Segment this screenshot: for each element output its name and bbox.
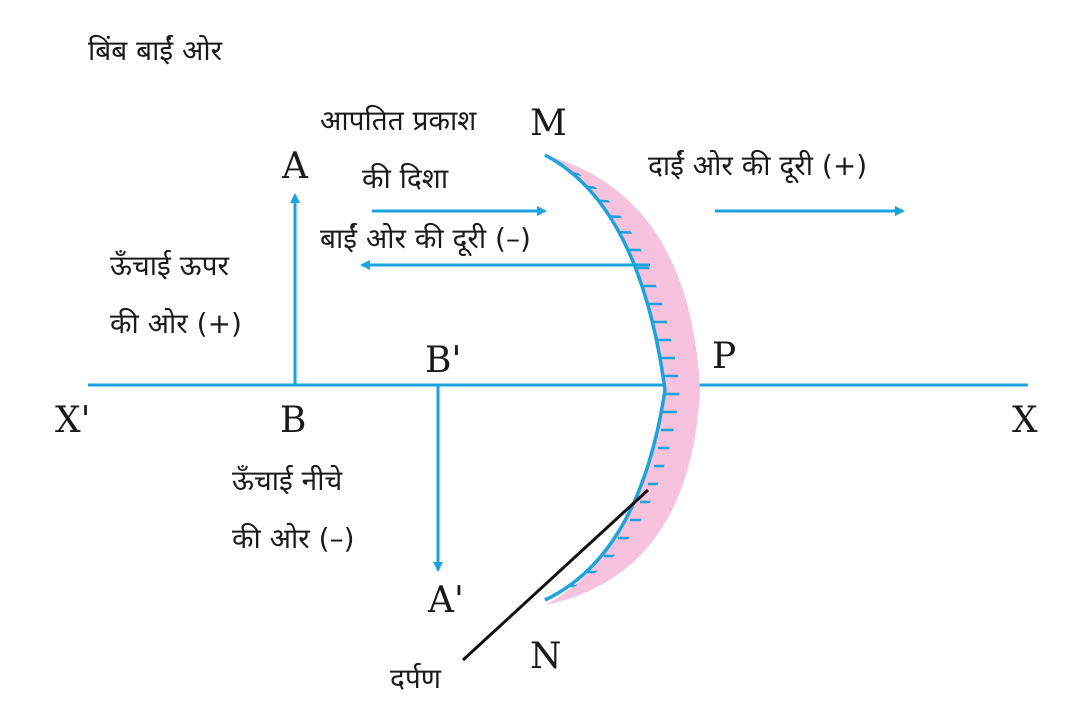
point-label-M: M	[530, 103, 567, 144]
height-up-line1: ऊँचाई ऊपर	[110, 249, 230, 282]
point-label-A-prime: A'	[427, 580, 464, 621]
object-side-label: बिंब बाईं ओर	[88, 34, 223, 67]
point-label-X-prime: X'	[55, 400, 91, 441]
incident-light-line2: की दिशा	[362, 162, 449, 195]
point-label-P: P	[712, 336, 736, 377]
point-label-A: A	[281, 146, 309, 187]
mirror-pointer-line	[461, 488, 650, 662]
mirror-reflecting-surface	[544, 153, 667, 602]
mirror-label: दर्पण	[390, 662, 442, 695]
point-label-X: X	[1012, 400, 1038, 441]
incident-light-line1: आपतित प्रकाश	[320, 104, 477, 137]
right-distance-label: दाईं ओर की दूरी (+)	[648, 149, 867, 184]
height-down-line1: ऊँचाई नीचे	[232, 464, 343, 497]
point-label-B: B	[280, 400, 306, 441]
height-up-line2: की ओर (+)	[110, 307, 242, 340]
point-label-B-prime: B'	[425, 340, 461, 381]
height-down-line2: की ओर (–)	[232, 522, 355, 555]
left-distance-label: बाईं ओर की दूरी (–)	[320, 222, 531, 257]
point-label-N: N	[530, 636, 562, 677]
concave-mirror-backing	[545, 155, 700, 605]
